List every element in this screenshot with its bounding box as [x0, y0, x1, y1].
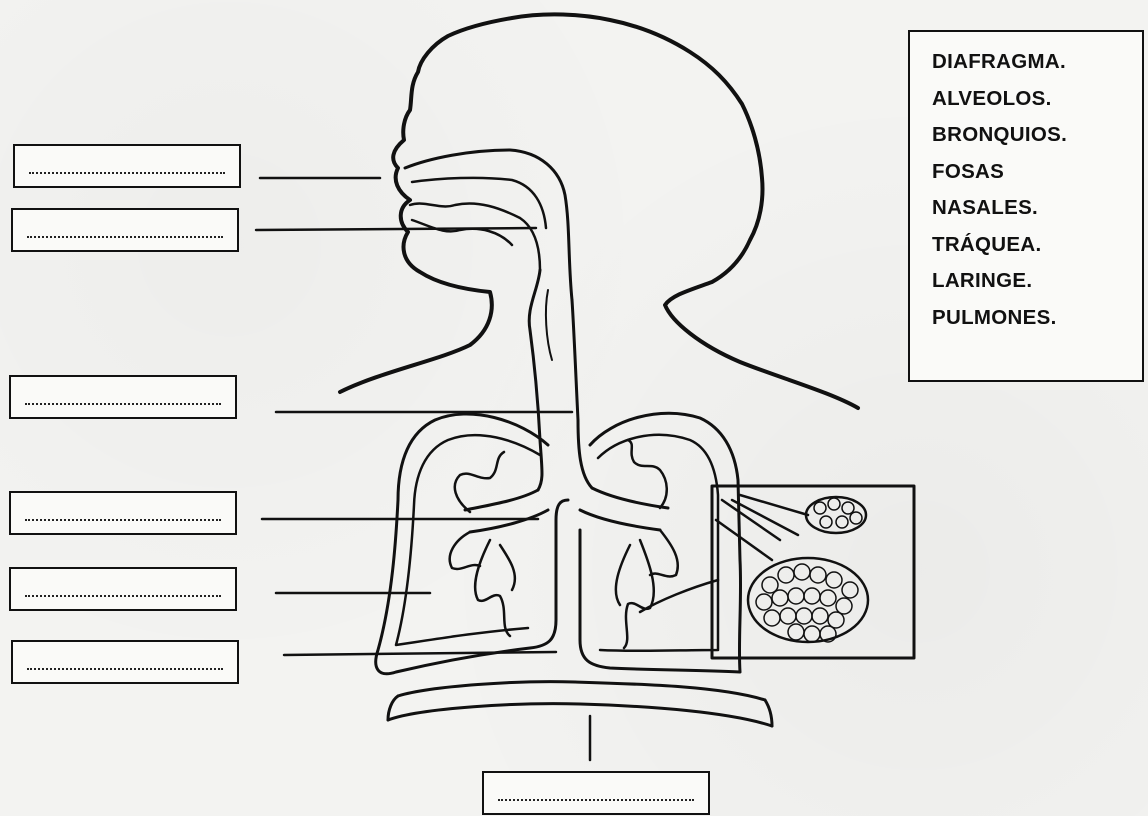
word-bank-item-alveolos: ALVEOLOS.	[932, 81, 1142, 118]
answer-dotted-line	[29, 172, 225, 174]
answer-box-alveolos[interactable]	[11, 640, 239, 684]
oral-cavity	[410, 203, 540, 270]
lung-left-inner-outline	[396, 435, 540, 645]
answer-box-traquea[interactable]	[9, 375, 237, 419]
word-bank-item-fosas: FOSAS	[932, 154, 1142, 191]
word-bank-item-nasales: NASALES.	[932, 190, 1142, 227]
bronchi-inner	[470, 510, 660, 532]
trachea-right-wall	[572, 300, 592, 488]
trachea-inner	[546, 290, 552, 360]
answer-box-fosas-nasales[interactable]	[13, 144, 241, 188]
diaphragm	[398, 682, 765, 700]
word-bank-item-laringe: LARINGE.	[932, 263, 1142, 300]
alveoli-cluster-small	[806, 497, 866, 533]
diaphragm-lower	[388, 704, 772, 726]
alveoli-sacs	[756, 498, 862, 642]
word-bank: DIAFRAGMA. ALVEOLOS. BRONQUIOS. FOSAS NA…	[908, 30, 1144, 382]
leader-line-alveolos	[284, 652, 556, 655]
alveoli-bronchiole-tube	[716, 495, 808, 560]
answer-dotted-line	[25, 403, 221, 405]
mouth-bottom	[412, 220, 512, 245]
leader-line-laringe	[256, 228, 536, 230]
word-bank-item-bronquios: BRONQUIOS.	[932, 117, 1142, 154]
word-bank-item-diafragma: DIAFRAGMA.	[932, 44, 1142, 81]
answer-box-laringe[interactable]	[11, 208, 239, 252]
answer-dotted-line	[25, 519, 221, 521]
trachea-left-wall	[529, 270, 542, 490]
head-silhouette	[340, 14, 858, 408]
answer-box-bronquios[interactable]	[9, 491, 237, 535]
answer-dotted-line	[27, 236, 223, 238]
word-bank-item-traquea: TRÁQUEA.	[932, 227, 1142, 264]
answer-box-diafragma[interactable]	[482, 771, 710, 815]
answer-box-pulmones[interactable]	[9, 567, 237, 611]
word-bank-item-pulmones: PULMONES.	[932, 300, 1142, 337]
answer-dotted-line	[498, 799, 694, 801]
answer-dotted-line	[25, 595, 221, 597]
bronchioles-right	[616, 440, 678, 648]
bronchioles-left	[450, 452, 515, 636]
answer-dotted-line	[27, 668, 223, 670]
alveoli-inset-frame	[712, 486, 914, 658]
diaphragm-edge-left	[388, 696, 772, 726]
